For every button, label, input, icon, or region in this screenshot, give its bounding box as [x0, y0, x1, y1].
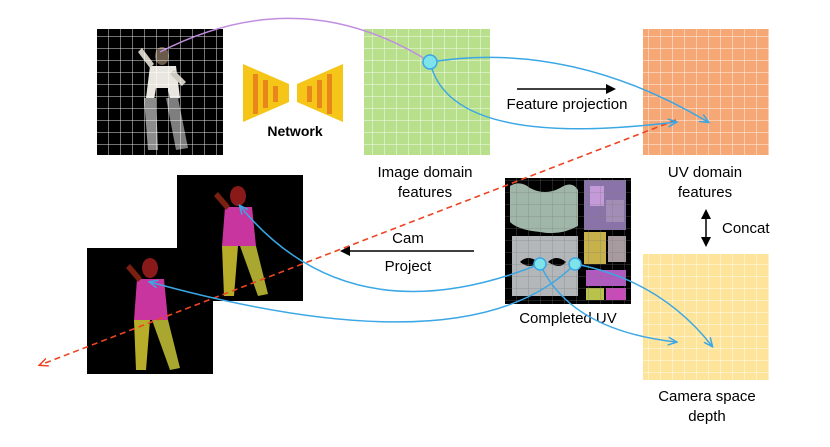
image-features-label-line2: features [398, 184, 452, 201]
camera-depth-grid [643, 254, 769, 380]
network-icon [243, 64, 343, 122]
uv-sample-point-right [568, 257, 582, 271]
completed-uv-atlas [505, 178, 631, 304]
feature-projection-label: Feature projection [507, 96, 628, 113]
uv-features-label-line2: features [678, 184, 732, 201]
render-panel-front [87, 248, 213, 374]
uv-sample-point-left [533, 257, 547, 271]
uv-to-depth-arrow-bottom [539, 263, 676, 342]
input-image-panel [97, 29, 223, 155]
uv-to-depth-arrow-top [574, 263, 712, 346]
uv-features-label-line1: UV domain [668, 164, 742, 181]
network-label: Network [267, 123, 322, 139]
completed-uv-label: Completed UV [519, 310, 617, 327]
cam-project-label-line1: Cam [392, 230, 424, 247]
camera-ray [40, 119, 677, 365]
uv-to-render-front-arrow [150, 263, 576, 323]
cam-project-label-line2: Project [385, 258, 433, 275]
image-features-label-line1: Image domain [377, 164, 472, 181]
image-feature-sample-point [422, 54, 438, 70]
feature-flow-arrow-top [429, 56, 708, 122]
concat-label: Concat [722, 220, 770, 237]
feature-flow-arrow-bottom [429, 61, 676, 130]
camera-depth-label-line1: Camera space [658, 388, 756, 405]
network-input-arc [159, 17, 431, 63]
uv-domain-feature-grid [643, 29, 769, 155]
camera-depth-label-line2: depth [688, 408, 726, 425]
image-domain-feature-grid [364, 29, 490, 155]
uv-to-render-back-arrow [240, 206, 541, 293]
